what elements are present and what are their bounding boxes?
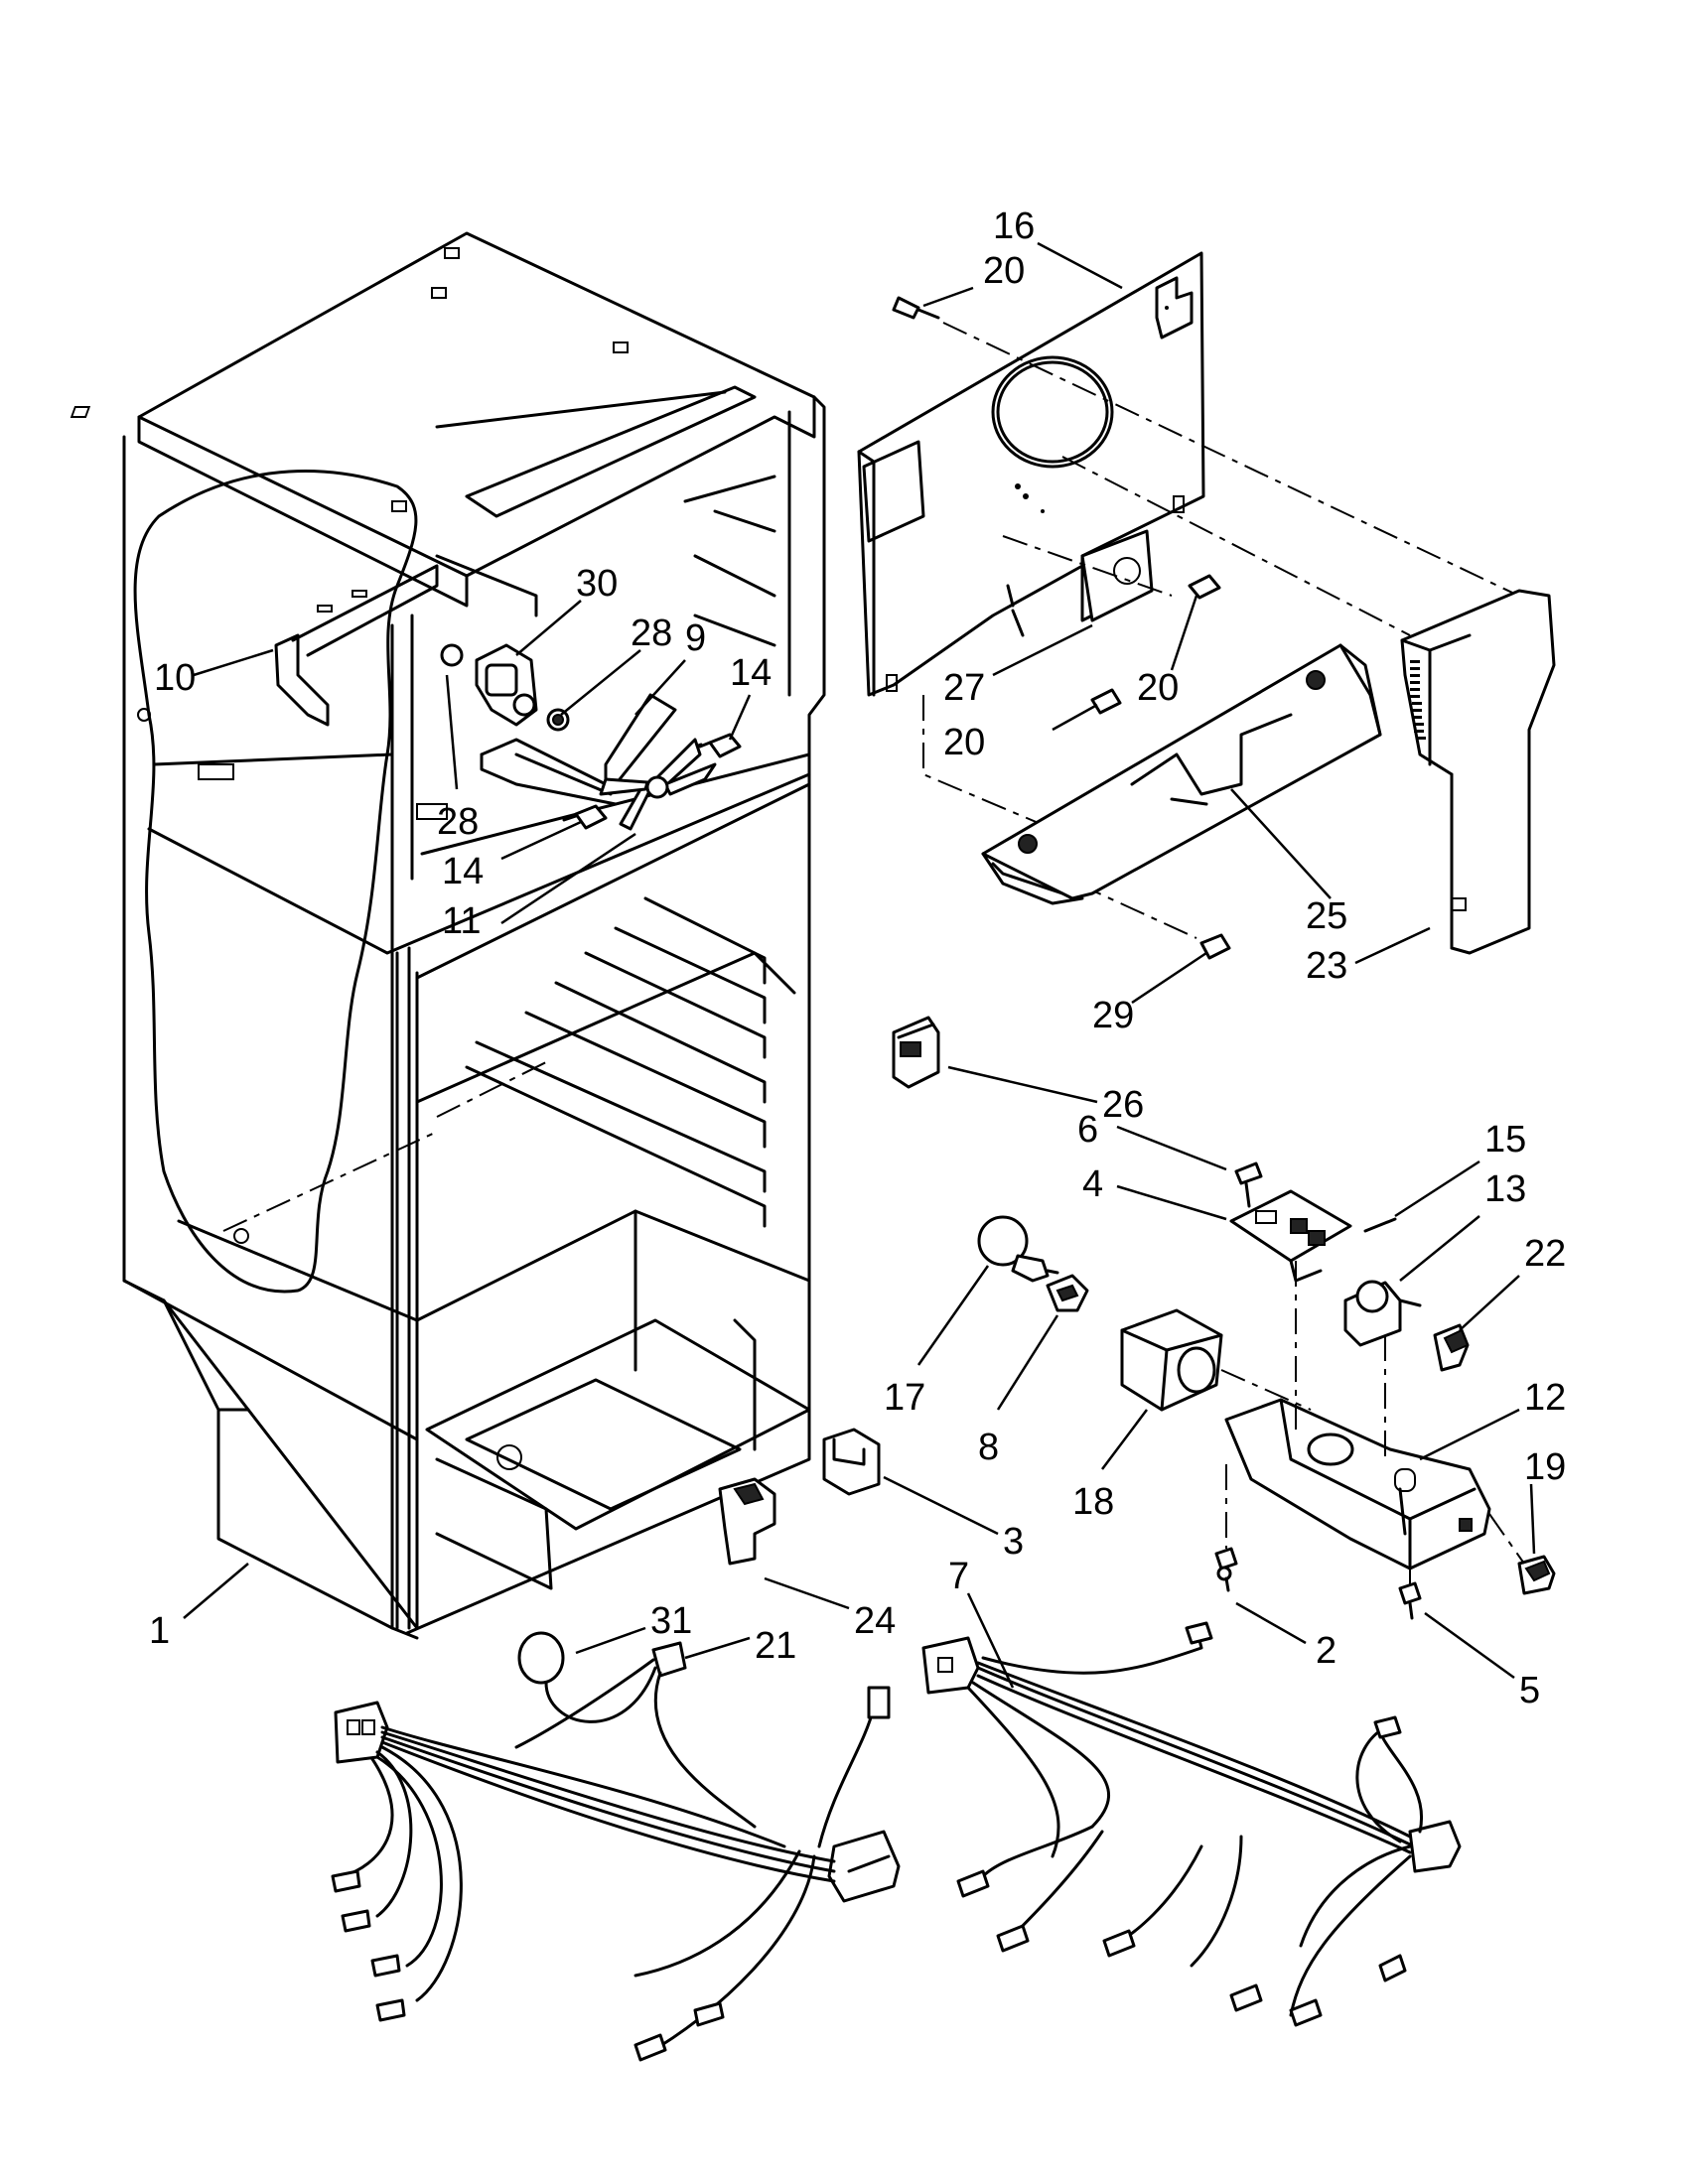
part-14-screw-lower (562, 804, 608, 830)
callout-8: 8 (978, 1427, 999, 1468)
callout-10: 10 (154, 657, 196, 699)
callout-31: 31 (650, 1600, 692, 1642)
callout-12: 12 (1524, 1377, 1566, 1419)
part-3-connector (822, 1428, 881, 1496)
part-10-bracket (274, 554, 538, 727)
part-25-control-housing (981, 643, 1382, 905)
callout-21: 21 (755, 1625, 796, 1667)
part-8-light-socket (1046, 1274, 1089, 1312)
callout-11: 11 (442, 900, 481, 942)
callout-28: 28 (437, 801, 479, 843)
callout-20: 20 (1137, 667, 1179, 709)
callout-26: 26 (1102, 1084, 1144, 1126)
callout-18: 18 (1072, 1481, 1114, 1523)
part-6-screw (1234, 1161, 1263, 1208)
part-24-switch (718, 1477, 776, 1566)
part-14-screw-upper (693, 733, 742, 758)
callout-3: 3 (1003, 1521, 1024, 1563)
callout-24: 24 (854, 1600, 896, 1642)
part-4-control-board (1229, 1189, 1352, 1283)
callout-14: 14 (730, 652, 772, 694)
part-20-screw-top (892, 296, 940, 320)
part-7-wire-harness (921, 1621, 1462, 2027)
part-13-thermostat (1343, 1280, 1422, 1347)
callout-30: 30 (576, 563, 618, 605)
part-11-fan-blade (599, 738, 717, 831)
callout-23: 23 (1306, 945, 1347, 987)
part-22-knob (1433, 1323, 1470, 1372)
callout-27: 27 (943, 667, 985, 709)
part-29-screw (1199, 933, 1231, 960)
part-20-screw-lower (1090, 688, 1122, 715)
callout-4: 4 (1082, 1163, 1103, 1205)
part-5-screw (1398, 1581, 1422, 1620)
part-30-fan-motor (440, 643, 570, 732)
callout-2: 2 (1316, 1630, 1336, 1672)
part-12-light-housing (1224, 1398, 1491, 1570)
part-16-evaporator-cover (857, 251, 1205, 697)
callout-14: 14 (442, 851, 484, 892)
part-15-tube (1363, 1217, 1397, 1233)
callout-20: 20 (943, 722, 985, 763)
part-26-switch (892, 1016, 940, 1089)
callout-7: 7 (948, 1556, 969, 1597)
callout-20: 20 (983, 250, 1025, 292)
callout-5: 5 (1519, 1670, 1540, 1711)
callout-16: 16 (993, 205, 1035, 247)
part-17-light-bulb (977, 1215, 1059, 1283)
leader-lines (183, 241, 1536, 1689)
callout-25: 25 (1306, 895, 1347, 937)
callout-9: 9 (685, 617, 706, 659)
callout-15: 15 (1484, 1119, 1526, 1160)
callout-1: 1 (149, 1610, 170, 1652)
callout-28: 28 (631, 613, 672, 654)
callout-labels: 16 20 30 28 9 14 10 28 14 11 27 20 20 25… (149, 205, 1566, 1711)
part-2-screw (1214, 1547, 1238, 1592)
part-21-wire-harness (331, 1631, 901, 2062)
part-20-screw-mid (1188, 574, 1221, 600)
callout-13: 13 (1484, 1168, 1526, 1210)
callout-19: 19 (1524, 1446, 1566, 1488)
callout-29: 29 (1092, 995, 1134, 1036)
part-18-light-shield (1120, 1308, 1223, 1412)
part-23-vent-housing (1400, 589, 1556, 955)
part-19-switch (1517, 1555, 1556, 1595)
callout-6: 6 (1077, 1109, 1098, 1151)
callout-22: 22 (1524, 1233, 1566, 1275)
callout-17: 17 (884, 1377, 925, 1419)
